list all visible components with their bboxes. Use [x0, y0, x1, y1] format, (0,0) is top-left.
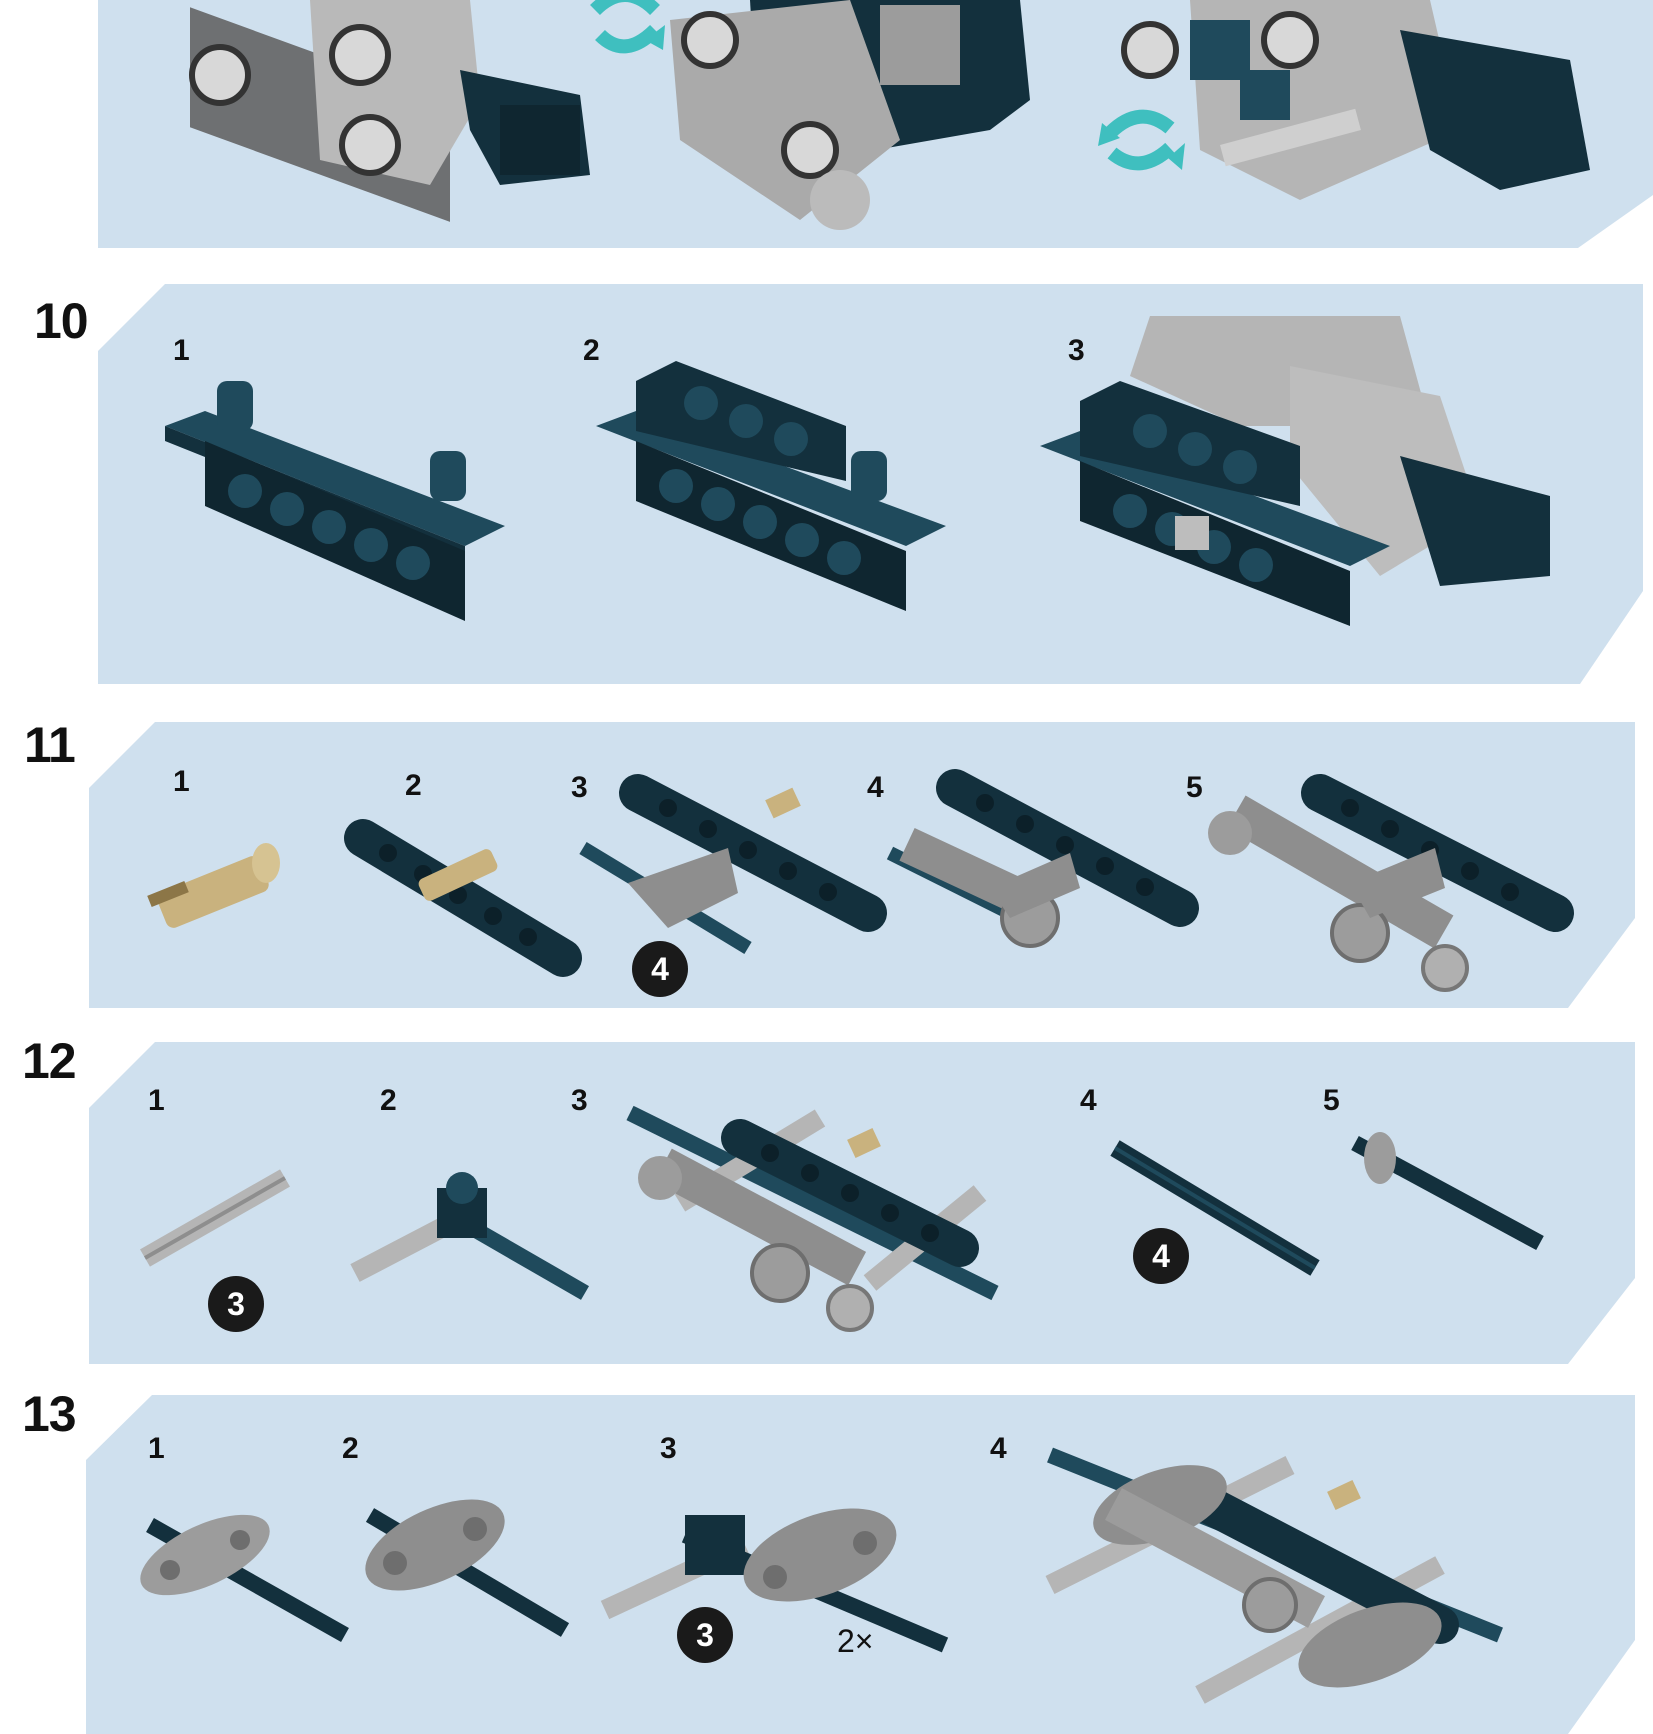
part-length-badge: 4: [1133, 1228, 1189, 1284]
substep-label: 3: [571, 1084, 588, 1117]
axle-with-beam-2: [365, 1499, 570, 1637]
step-number: 11: [24, 717, 76, 773]
substep-label: 3: [1068, 334, 1085, 367]
final-axle-frame-assembly: [1045, 1447, 1503, 1704]
axle-beam-connector-assembly: [600, 1508, 949, 1653]
liftarm-with-connector-and-axle: [579, 774, 887, 954]
liftarm-with-pin: [344, 819, 582, 977]
liftarm-gear-cross-axles: [626, 1105, 999, 1332]
substep-label: 3: [571, 771, 588, 804]
substep-label: 5: [1323, 1084, 1340, 1117]
substep-label: 3: [660, 1432, 677, 1465]
rotate-arrow-icon: [1098, 109, 1185, 171]
engine-assembly-view-2: [670, 0, 1030, 230]
substep-label: 4: [867, 771, 884, 804]
part-length-badge: 3: [208, 1276, 264, 1332]
rotate-arrow-icon: [590, 0, 665, 54]
part-length-badge: 4: [632, 941, 688, 997]
engine-assembly-view-1: [189, 0, 590, 222]
substep-label: 1: [173, 334, 190, 367]
brick-assembly-1: [165, 381, 505, 621]
substep-label: 2: [380, 1084, 397, 1117]
step-10-panel: 10 1 2 3: [0, 276, 1653, 686]
axle-with-connector: [350, 1172, 589, 1300]
liftarm-with-gear-assembly: [886, 769, 1199, 948]
step-11-panel: 11 1 2 3 4 5 4: [0, 708, 1653, 1008]
step-number: 10: [34, 293, 89, 349]
tan-axle-pin: [147, 843, 280, 928]
substep-label: 2: [342, 1432, 359, 1465]
panel-background: [89, 722, 1635, 1008]
step-number: 12: [22, 1033, 77, 1089]
substep-label: 4: [1080, 1084, 1097, 1117]
part-length-badge: 3: [677, 1607, 733, 1663]
step-12-panel: 12 1 2 3 4 5 3 4: [0, 1028, 1653, 1368]
brick-assembly-3: [1040, 316, 1550, 626]
substep-label: 5: [1186, 771, 1203, 804]
substep-label: 4: [990, 1432, 1007, 1465]
axle-with-beam-1: [140, 1514, 349, 1642]
substep-label: 1: [173, 765, 190, 798]
substep-label: 1: [148, 1084, 165, 1117]
brick-assembly-2: [596, 361, 946, 611]
quantity-label: 2×: [837, 1623, 874, 1659]
substep-label: 2: [405, 769, 422, 802]
step-number: 13: [22, 1386, 77, 1442]
liftarm-with-long-gear-assembly: [1208, 774, 1574, 992]
substep-label: 1: [148, 1432, 165, 1465]
step-13-panel: 13 1 2 3 4 3 2×: [0, 1385, 1653, 1734]
engine-assembly-view-3: [1121, 0, 1590, 200]
dark-axle-4: [1110, 1140, 1320, 1276]
gray-axle-3: [140, 1169, 290, 1267]
dark-axle-with-bush: [1351, 1132, 1544, 1251]
step-9-panel: [0, 0, 1653, 250]
substep-label: 2: [583, 334, 600, 367]
